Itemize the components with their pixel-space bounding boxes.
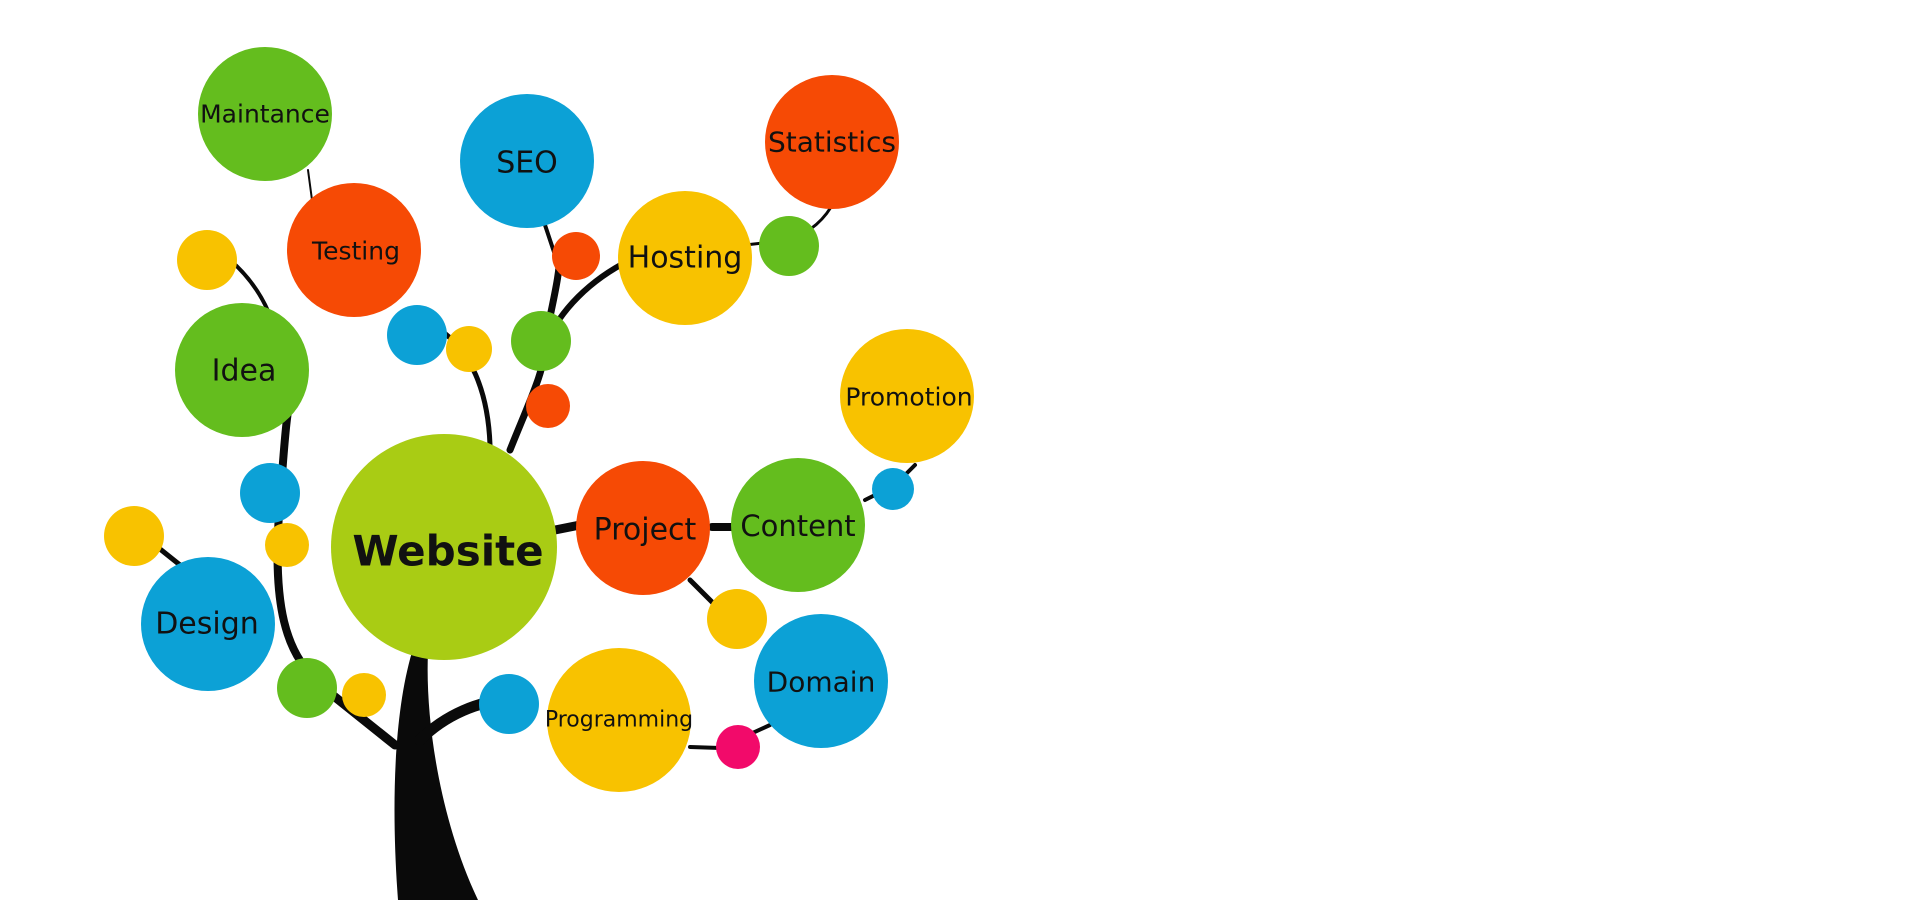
dot-blue	[240, 463, 300, 523]
trunk	[394, 652, 478, 900]
dot-green	[277, 658, 337, 718]
branch-maintance-testing	[307, 169, 313, 201]
node-design-label: Design	[155, 607, 259, 642]
dot-yellow	[707, 589, 767, 649]
node-design: Design	[141, 557, 275, 691]
node-testing: Testing	[287, 183, 421, 317]
node-domain-circle	[754, 614, 888, 748]
node-idea-circle	[175, 303, 309, 437]
node-idea-label: Idea	[212, 354, 277, 389]
node-maintance: Maintance	[198, 47, 332, 181]
node-hosting-label: Hosting	[628, 241, 743, 276]
dot-yellow	[104, 506, 164, 566]
node-statistics: Statistics	[765, 75, 899, 209]
decorative-dots	[104, 216, 914, 769]
node-website-circle	[331, 434, 557, 660]
dot-green	[511, 311, 571, 371]
node-maintance-circle	[198, 47, 332, 181]
dot-yellow	[342, 673, 386, 717]
dot-green	[759, 216, 819, 276]
node-testing-label: Testing	[311, 237, 400, 266]
node-content-label: Content	[740, 509, 855, 543]
node-promotion-circle	[840, 329, 974, 463]
node-content: Content	[731, 458, 865, 592]
node-statistics-circle	[765, 75, 899, 209]
node-project-circle	[576, 461, 710, 595]
dot-yellow	[446, 326, 492, 372]
node-website: Website	[331, 434, 557, 660]
node-domain: Domain	[754, 614, 888, 748]
dot-pink	[716, 725, 760, 769]
dot-blue	[387, 305, 447, 365]
dot-blue	[479, 674, 539, 734]
node-testing-circle	[287, 183, 421, 317]
node-domain-label: Domain	[767, 666, 876, 699]
node-programming-circle	[547, 648, 691, 792]
dot-red	[552, 232, 600, 280]
dot-blue	[872, 468, 914, 510]
node-hosting-circle	[618, 191, 752, 325]
node-seo-label: SEO	[496, 146, 558, 181]
node-hosting: Hosting	[618, 191, 752, 325]
node-project-label: Project	[594, 513, 697, 548]
dot-red	[526, 384, 570, 428]
node-seo-circle	[460, 94, 594, 228]
node-idea: Idea	[175, 303, 309, 437]
node-seo: SEO	[460, 94, 594, 228]
node-promotion: Promotion	[840, 329, 974, 463]
node-maintance-label: Maintance	[200, 100, 330, 129]
dot-yellow	[177, 230, 237, 290]
node-statistics-label: Statistics	[768, 126, 896, 159]
node-programming: Programming	[545, 648, 693, 792]
branch-to-website-right	[550, 520, 585, 535]
node-programming-label: Programming	[545, 708, 693, 733]
node-promotion-label: Promotion	[845, 383, 972, 412]
node-website-label: Website	[352, 527, 543, 576]
dot-yellow	[265, 523, 309, 567]
node-design-circle	[141, 557, 275, 691]
node-project: Project	[576, 461, 710, 595]
node-content-circle	[731, 458, 865, 592]
